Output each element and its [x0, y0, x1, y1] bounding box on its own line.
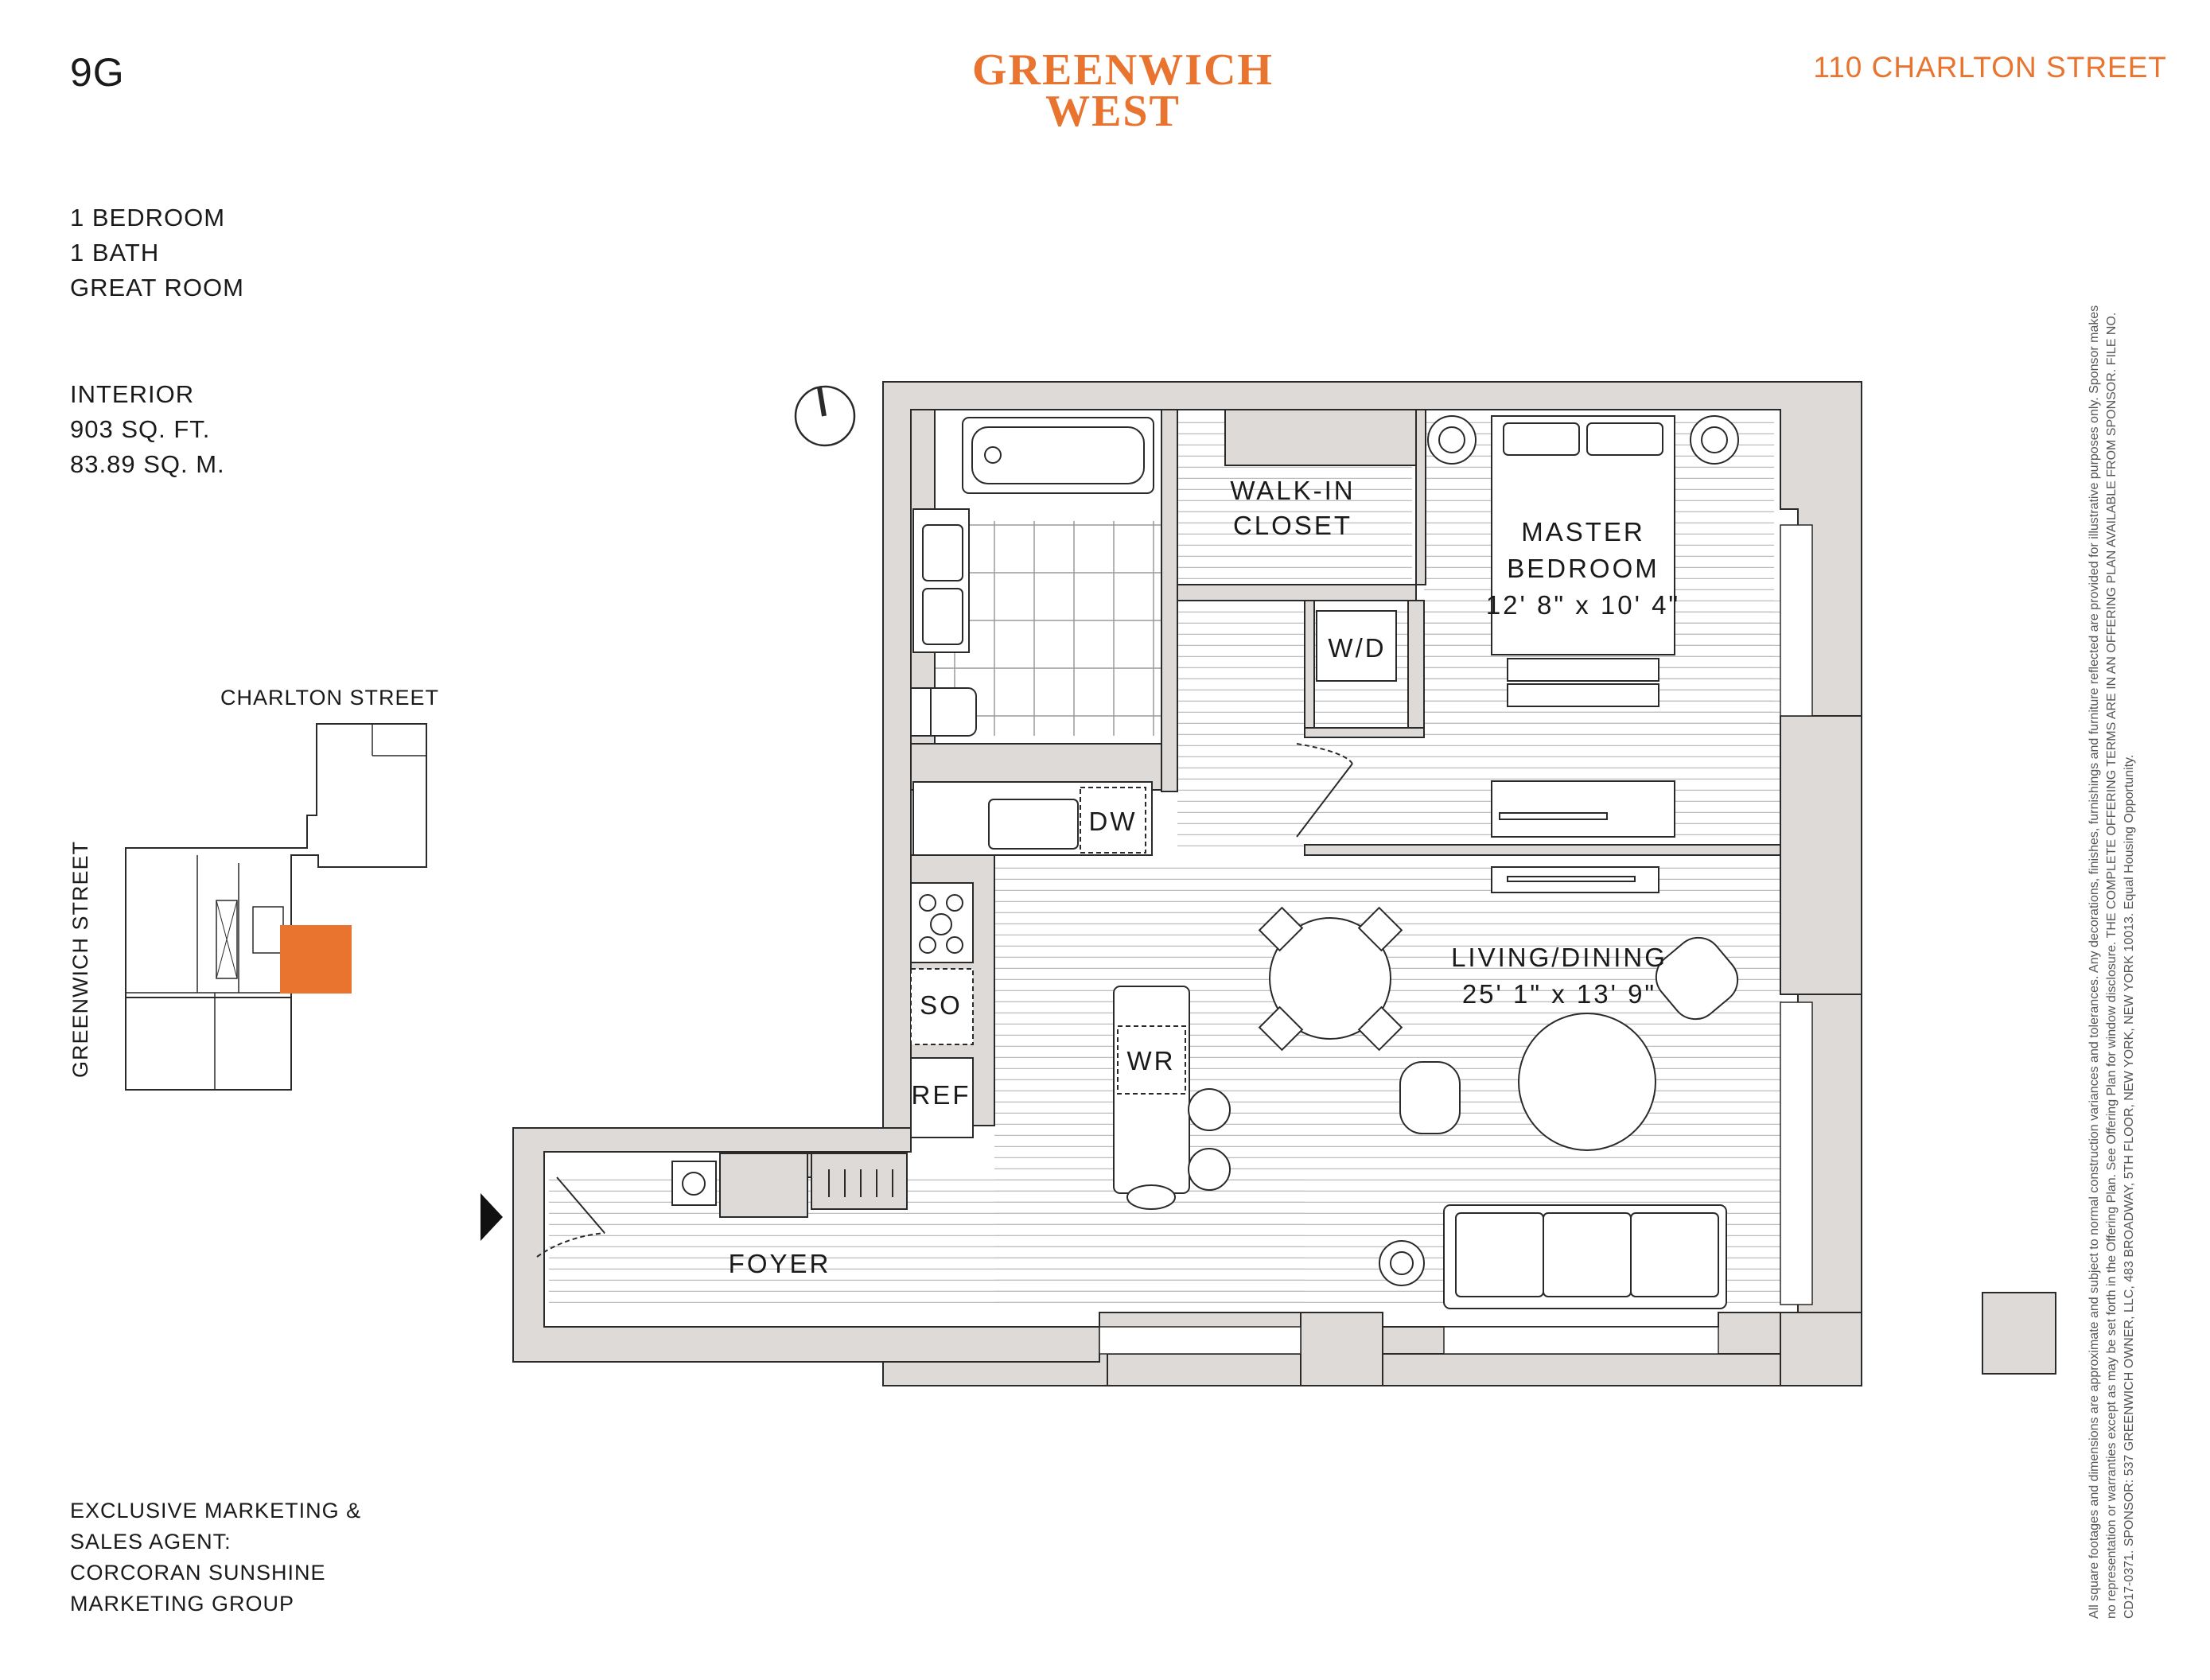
unit-layout: 1 BEDROOM 1 BATH GREAT ROOM — [70, 200, 244, 305]
agent-line-1: EXCLUSIVE MARKETING & — [70, 1499, 362, 1522]
keyplan-unit-highlight — [280, 925, 352, 994]
marketing-agent: EXCLUSIVE MARKETING & SALES AGENT: CORCO… — [70, 1495, 361, 1620]
foyer-elements — [536, 743, 1353, 1258]
room-master-1: MASTER — [1521, 517, 1645, 546]
bedroom-furniture — [1427, 415, 1739, 838]
room-walkin-2: CLOSET — [1233, 511, 1352, 540]
room-wd: W/D — [1328, 633, 1386, 663]
building-address: 110 CHARLTON STREET — [1813, 51, 2167, 84]
brand-logo: GREENWICH WEST — [972, 45, 1274, 136]
interior-label: INTERIOR — [70, 380, 195, 408]
room-master-dims: 12' 8" x 10' 4" — [1486, 590, 1680, 620]
bathroom-fixtures — [910, 417, 1154, 737]
room-foyer: FOYER — [729, 1249, 831, 1278]
room-living-dims: 25' 1" x 13' 9" — [1462, 979, 1656, 1009]
keyplan-street-side: GREENWICH STREET — [68, 841, 92, 1078]
logo-line-2: WEST — [1045, 87, 1181, 136]
room-dw: DW — [1089, 807, 1138, 836]
kitchen-island — [1113, 986, 1231, 1210]
north-arrow-icon — [794, 385, 856, 447]
room-wr: WR — [1127, 1046, 1176, 1075]
interior-sqft: 903 SQ. FT. — [70, 415, 211, 443]
layout-great-room: GREAT ROOM — [70, 274, 244, 301]
room-ref: REF — [912, 1080, 971, 1110]
windows — [1099, 524, 1813, 1355]
interior-area: INTERIOR 903 SQ. FT. 83.89 SQ. M. — [70, 377, 225, 482]
unit-number: 9G — [70, 50, 125, 95]
room-so: SO — [920, 990, 963, 1020]
logo-line-1: GREENWICH — [972, 45, 1274, 95]
entry-arrow-icon — [481, 1193, 503, 1241]
interior-sqm: 83.89 SQ. M. — [70, 450, 225, 478]
keyplan-street-top: CHARLTON STREET — [220, 686, 439, 710]
layout-baths: 1 BATH — [70, 239, 160, 266]
living-furniture — [1258, 866, 1739, 1309]
column — [1982, 1292, 2056, 1375]
room-living-1: LIVING/DINING — [1451, 943, 1667, 972]
kitchen-fixtures — [910, 781, 1153, 1138]
agent-line-2: SALES AGENT: — [70, 1530, 232, 1554]
agent-line-4: MARKETING GROUP — [70, 1592, 295, 1616]
agent-line-3: CORCORAN SUNSHINE — [70, 1561, 326, 1585]
room-master-2: BEDROOM — [1507, 554, 1659, 583]
layout-bedrooms: 1 BEDROOM — [70, 204, 226, 231]
room-walkin-1: WALK-IN — [1230, 476, 1355, 505]
key-plan: CHARLTON STREET GREENWICH STREET — [68, 686, 439, 1091]
